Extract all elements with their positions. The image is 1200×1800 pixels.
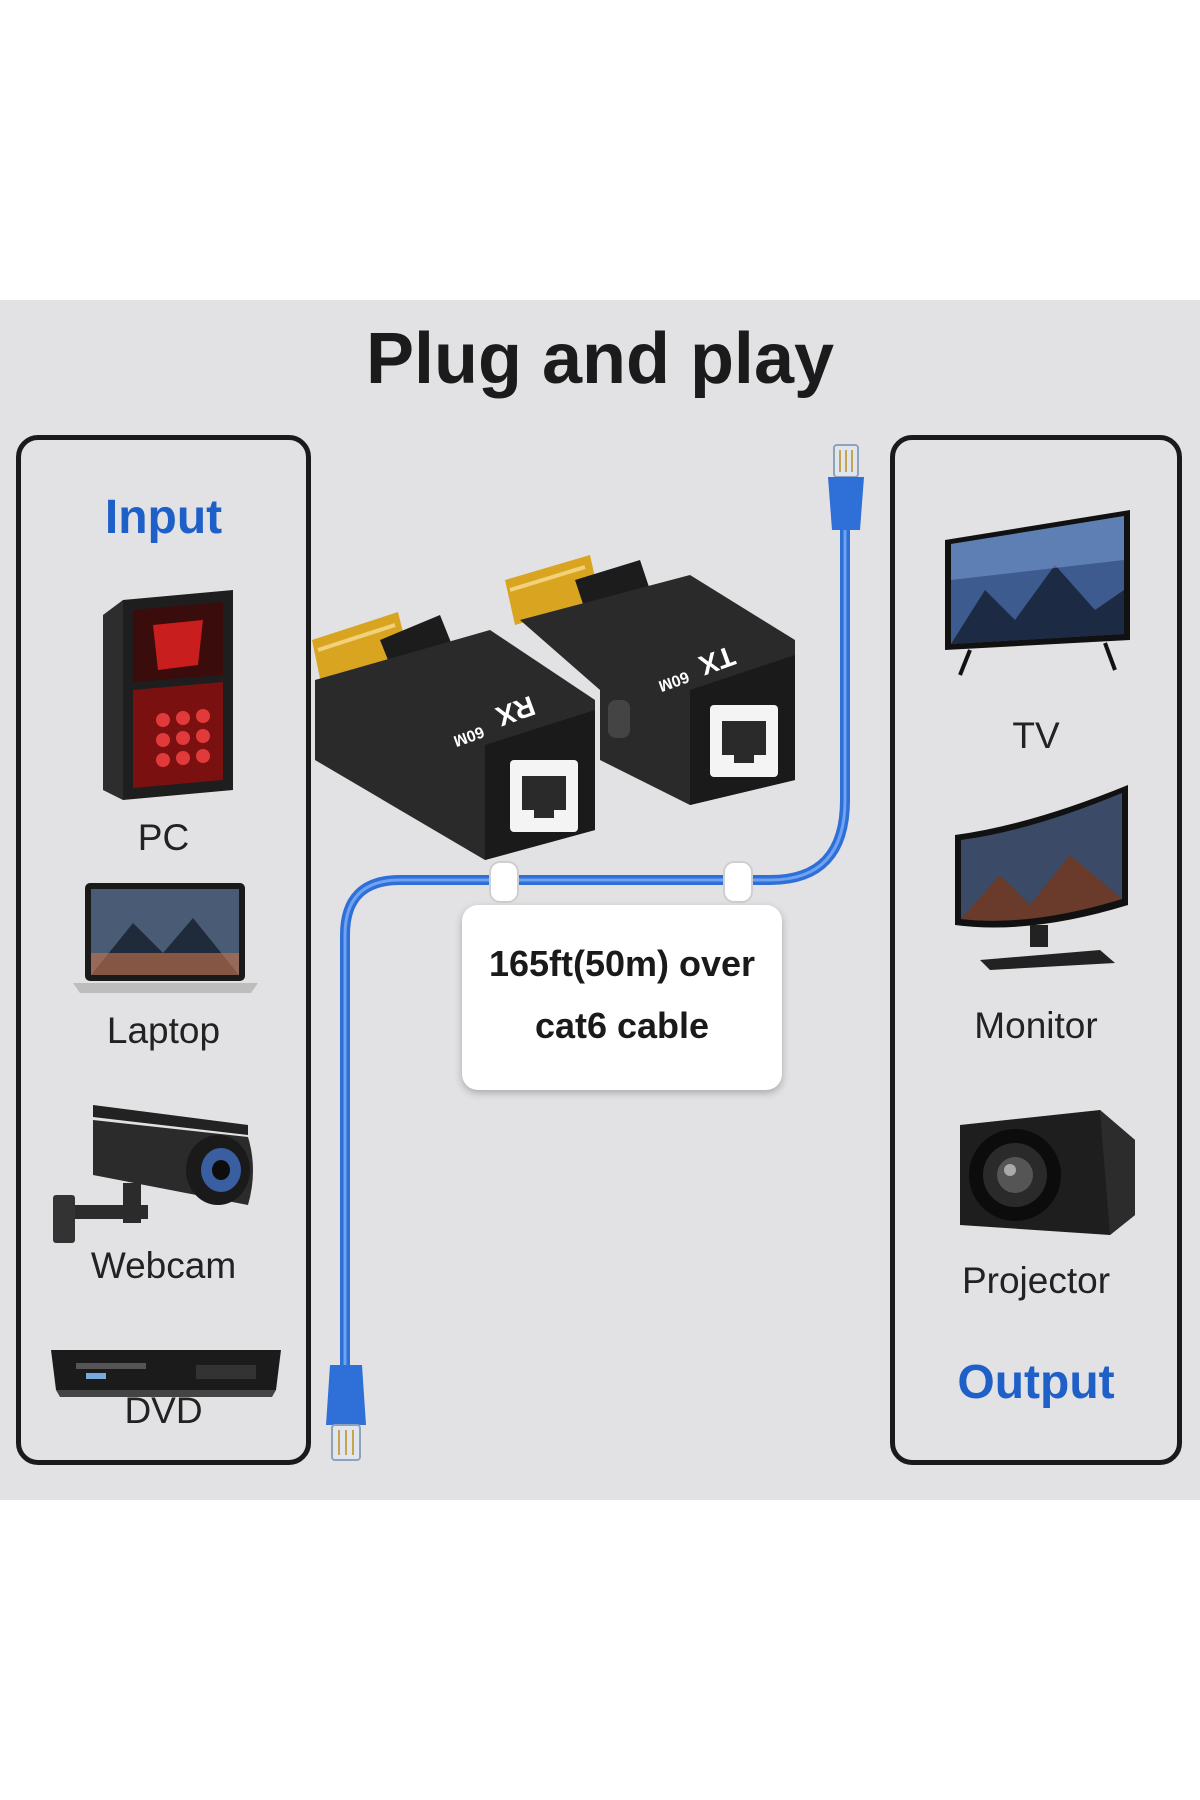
device-label-tv: TV [1012, 715, 1060, 756]
cable-clip-left [489, 861, 519, 903]
device-label-webcam: Webcam [90, 1245, 237, 1286]
device-label-monitor: Monitor [974, 1005, 1098, 1046]
tx-adapter: TX 60M [505, 555, 795, 805]
curved-monitor-icon [955, 785, 1128, 970]
projector-icon [960, 1110, 1135, 1235]
rj45-connector-top [828, 444, 864, 530]
device-label-projector: Projector [961, 1260, 1111, 1301]
rx-adapter: RX 60M [312, 612, 595, 860]
tv-icon [945, 510, 1130, 676]
input-panel: Input PC Laptop Webcam D [16, 435, 311, 1465]
rj45-connector-bottom [326, 1365, 366, 1461]
dvd-player-icon [51, 1350, 281, 1397]
device-label-dvd: DVD [124, 1390, 203, 1431]
device-label-laptop: Laptop [106, 1010, 221, 1051]
input-heading: Input [104, 491, 223, 544]
output-heading: Output [957, 1356, 1115, 1409]
output-panel: TV Monitor Projector Output [890, 435, 1182, 1465]
cable-length-callout: 165ft(50m) over cat6 cable [462, 905, 782, 1090]
pc-tower-icon [103, 590, 233, 800]
cable-clip-right [723, 861, 753, 903]
page-title: Plug and play [365, 319, 835, 399]
security-camera-icon [53, 1105, 253, 1243]
callout-line-1: 165ft(50m) over [488, 943, 756, 984]
laptop-icon [73, 883, 258, 993]
callout-line-2: cat6 cable [534, 1005, 710, 1046]
device-label-pc: PC [137, 817, 190, 858]
